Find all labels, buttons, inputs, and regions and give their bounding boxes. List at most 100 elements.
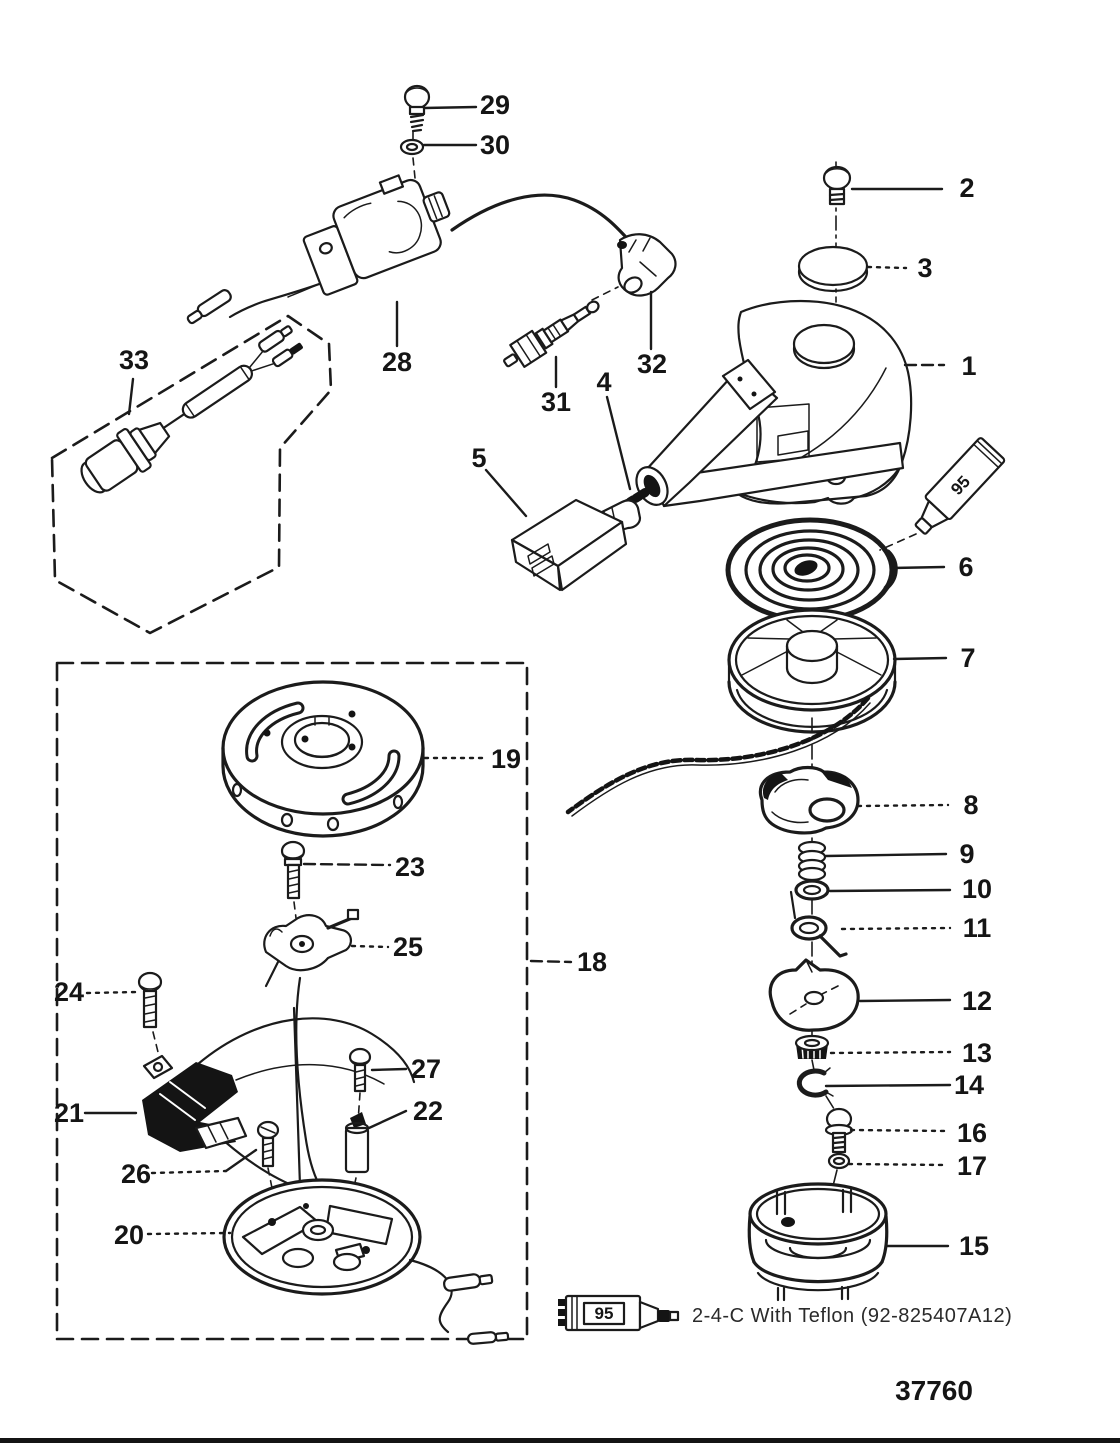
flywheel-19-drawing (221, 680, 425, 838)
svg-text:19: 19 (491, 744, 521, 774)
stator-lead-wire (408, 1258, 453, 1334)
condenser-22-drawing (344, 1112, 370, 1174)
svg-text:18: 18 (577, 947, 607, 977)
legend: 95 2-4-C With Teflon (92-825407A12) (558, 1294, 1012, 1332)
svg-text:29: 29 (480, 90, 510, 120)
bolt-2-drawing (822, 165, 852, 206)
callout-4: 4 (596, 367, 632, 491)
svg-text:27: 27 (411, 1054, 441, 1084)
callout-11: 11 (840, 913, 992, 943)
pulley-7-drawing (565, 608, 897, 817)
callout-29: 29 (422, 90, 510, 120)
housing-bracket (721, 358, 777, 411)
washer-30-drawing (399, 138, 425, 156)
callout-2: 2 (850, 173, 975, 203)
pawl-8-drawing (758, 765, 860, 835)
callout-32: 32 (637, 290, 667, 379)
svg-text:8: 8 (963, 790, 978, 820)
svg-text:13: 13 (962, 1038, 992, 1068)
svg-text:2: 2 (959, 173, 974, 203)
recoil-spring-6-drawing (725, 517, 898, 623)
svg-text:20: 20 (114, 1220, 144, 1250)
callout-12: 12 (858, 986, 992, 1016)
svg-text:25: 25 (393, 932, 423, 962)
callout-22: 22 (367, 1096, 443, 1130)
svg-text:10: 10 (962, 874, 992, 904)
starter-rope (565, 695, 871, 815)
svg-text:31: 31 (541, 387, 571, 417)
callout-28: 28 (382, 300, 412, 377)
legend-tube-label: 95 (595, 1304, 614, 1323)
svg-text:33: 33 (119, 345, 149, 375)
clip-spring-11-drawing (789, 890, 848, 958)
breaker-points-25-drawing (263, 908, 360, 1192)
svg-text:1: 1 (961, 351, 976, 381)
svg-text:3: 3 (917, 253, 932, 283)
callout-6: 6 (890, 552, 974, 582)
svg-text:14: 14 (954, 1070, 984, 1100)
svg-text:7: 7 (960, 643, 975, 673)
callout-14: 14 (824, 1070, 984, 1100)
coil-21-drawing (142, 1017, 416, 1192)
svg-text:15: 15 (959, 1231, 989, 1261)
starter-cup-15-drawing (747, 1182, 889, 1302)
callout-30: 30 (422, 130, 510, 160)
ignition-coil-28-drawing (186, 174, 636, 325)
callout-3: 3 (866, 253, 933, 283)
callout-23: 23 (302, 852, 425, 882)
callout-19: 19 (423, 744, 521, 774)
svg-text:30: 30 (480, 130, 510, 160)
stop-switch-33-outline (50, 314, 333, 635)
callout-5: 5 (471, 443, 528, 518)
spark-plug-wire (450, 193, 636, 248)
drawing-number: 37760 (895, 1375, 973, 1406)
callout-27: 27 (370, 1054, 441, 1084)
svg-text:21: 21 (54, 1098, 84, 1128)
nut-13-drawing (794, 1034, 830, 1059)
svg-text:17: 17 (957, 1151, 987, 1181)
cam-plate-12-drawing (768, 958, 860, 1032)
callout-20: 20 (114, 1220, 232, 1250)
callout-25: 25 (350, 932, 423, 962)
callout-7: 7 (892, 643, 976, 673)
callouts: 29 30 2 3 1 28 31 32 4 5 33 6 7 8 9 10 1… (54, 90, 992, 1261)
svg-text:5: 5 (471, 443, 486, 473)
spark-plug-31-drawing (503, 300, 600, 368)
svg-text:32: 32 (637, 349, 667, 379)
bolt-23-drawing (280, 840, 306, 900)
callout-16: 16 (849, 1118, 987, 1148)
callout-33: 33 (119, 345, 149, 416)
lubricant-tube-icon: 95 (914, 437, 1006, 535)
seal-disc-3-drawing (797, 245, 869, 293)
screw-26-drawing (256, 1120, 280, 1168)
callout-18: 18 (529, 947, 607, 977)
callout-10: 10 (828, 874, 992, 904)
callout-21: 21 (54, 1098, 138, 1128)
callout-8: 8 (856, 790, 979, 820)
svg-text:12: 12 (962, 986, 992, 1016)
starter-handle-5-drawing (510, 498, 642, 592)
bottom-rule (0, 1438, 1120, 1443)
svg-text:22: 22 (413, 1096, 443, 1126)
screw-27-drawing (348, 1047, 372, 1093)
spark-plug-boot-32-drawing (617, 233, 677, 297)
washer-10-drawing (794, 879, 830, 901)
svg-text:11: 11 (963, 913, 992, 943)
stop-switch-33-drawing (80, 325, 303, 494)
bolt-24-drawing (137, 971, 163, 1029)
retainer-clip-14-drawing (796, 1067, 834, 1098)
svg-text:4: 4 (596, 367, 611, 397)
callout-15: 15 (884, 1231, 989, 1261)
svg-text:16: 16 (957, 1118, 987, 1148)
stator-plate-20-drawing (222, 1178, 510, 1345)
bolt-16-drawing (824, 1107, 854, 1154)
svg-text:6: 6 (958, 552, 973, 582)
svg-text:23: 23 (395, 852, 425, 882)
nut-17-drawing (827, 1152, 851, 1170)
callout-24: 24 (54, 977, 140, 1007)
legend-note: 2-4-C With Teflon (92-825407A12) (692, 1305, 1012, 1327)
callout-26: 26 (121, 1148, 258, 1189)
lubricant-tube-legend-icon: 95 (558, 1294, 680, 1332)
